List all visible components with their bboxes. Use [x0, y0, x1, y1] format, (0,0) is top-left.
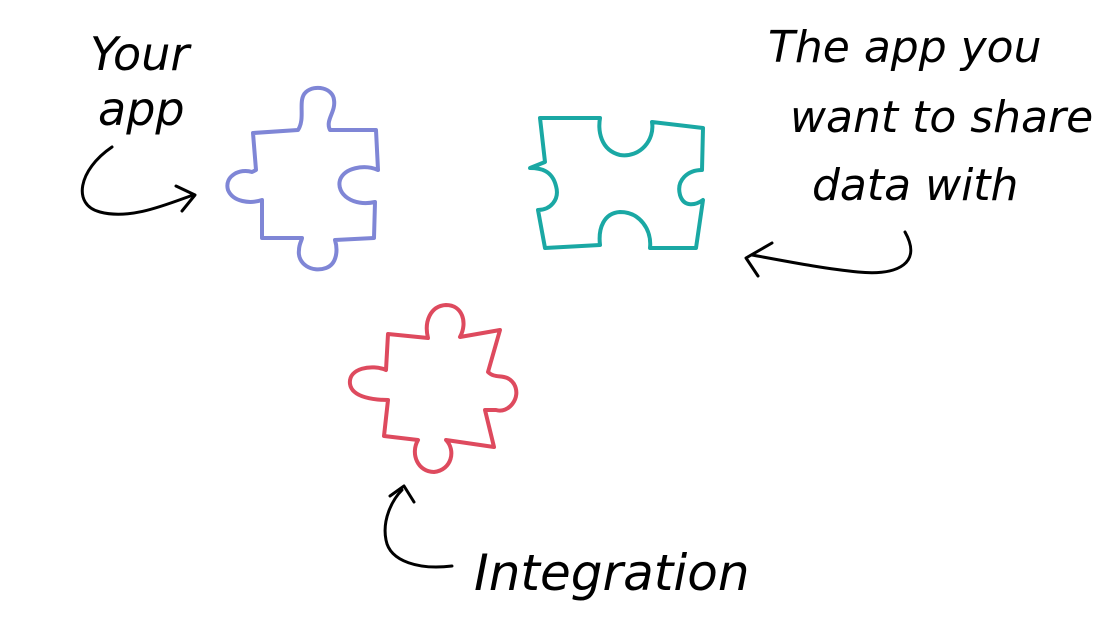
label-other-app-line3: data with: [812, 160, 1018, 211]
arrow-integration-icon: [383, 484, 454, 569]
label-your-app-line2: app: [98, 82, 185, 136]
label-integration: Integration: [474, 544, 750, 602]
label-other-app-line1: The app you: [768, 22, 1041, 73]
your-app-puzzle-piece-icon: [225, 85, 380, 272]
other-app-puzzle-piece-icon: [528, 116, 705, 250]
integration-puzzle-piece-icon: [347, 303, 519, 474]
label-your-app-line1: Your: [90, 27, 192, 81]
arrow-other-app-icon: [744, 230, 913, 278]
arrow-your-app-icon: [80, 145, 197, 216]
label-other-app-line2: want to share: [790, 92, 1093, 143]
